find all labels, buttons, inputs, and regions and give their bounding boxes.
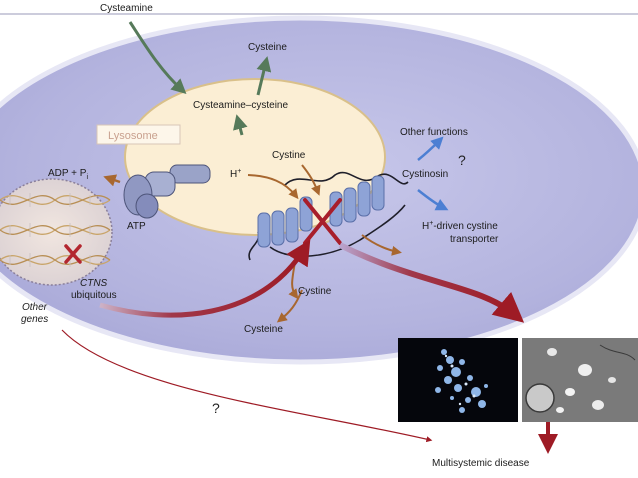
question-right-label: ? xyxy=(458,152,466,168)
lysosome-compartment xyxy=(124,78,386,236)
other-functions-arrow xyxy=(417,136,444,161)
atpase-pump-icon xyxy=(123,164,211,219)
atp-label: ATP xyxy=(127,221,146,232)
cysteamine-label: Cysteamine xyxy=(100,3,153,14)
multisystemic-disease-label: Multisystemic disease xyxy=(432,458,530,469)
cystinosin-label: Cystinosin xyxy=(402,169,448,180)
cysteine-export-arrow xyxy=(256,56,272,96)
other-functions-label: Other functions xyxy=(400,127,468,138)
cystinosin-transporter-icon xyxy=(248,171,409,261)
lysosome-label: Lysosome xyxy=(108,130,158,142)
transporter-defect-x-icon xyxy=(303,198,342,245)
transporter-function-arrow xyxy=(417,189,449,211)
genes-label: genes xyxy=(21,314,48,325)
cysteine-outside-arrow xyxy=(276,289,303,323)
cysteine-top-label: Cysteine xyxy=(248,42,287,53)
cystine-outside-label: Cystine xyxy=(298,286,332,297)
cysteamine-entry-arrow xyxy=(128,21,187,95)
other-genes-arrow xyxy=(61,329,433,443)
lysosome-label-box xyxy=(96,124,181,145)
other-label: Other xyxy=(22,302,48,313)
cystine-transport-arrow xyxy=(301,164,321,196)
cystine-inside-label: Cystine xyxy=(272,150,306,161)
ubiquitous-label: ubiquitous xyxy=(71,290,117,301)
ctns-label: CTNS xyxy=(80,278,108,289)
electron-micrograph-image xyxy=(522,338,638,422)
adp-release-arrow xyxy=(103,174,121,187)
cysteamine-cysteine-label: Cysteamine–cysteine xyxy=(193,100,288,111)
h-driven-transporter-line2: transporter xyxy=(450,234,499,245)
h-driven-transporter-line1: H+-driven cystine xyxy=(422,220,498,232)
cysteine-bottom-label: Cysteine xyxy=(244,324,283,335)
nucleus xyxy=(0,178,113,286)
question-bottom-label: ? xyxy=(212,400,220,416)
cysteamine-cysteine-export-arrow xyxy=(233,114,248,136)
proton-flow-arrow xyxy=(247,174,299,200)
h-plus-label: H+ xyxy=(230,168,241,180)
crystal-micrograph-image xyxy=(398,338,518,422)
ctns-expression-arrow xyxy=(99,239,311,318)
cystine-accumulation-arrow xyxy=(338,242,525,323)
gene-defect-x-icon xyxy=(64,244,82,264)
adp-pi-label: ADP + Pi xyxy=(48,168,88,181)
transporter-output-arrow xyxy=(361,234,402,256)
